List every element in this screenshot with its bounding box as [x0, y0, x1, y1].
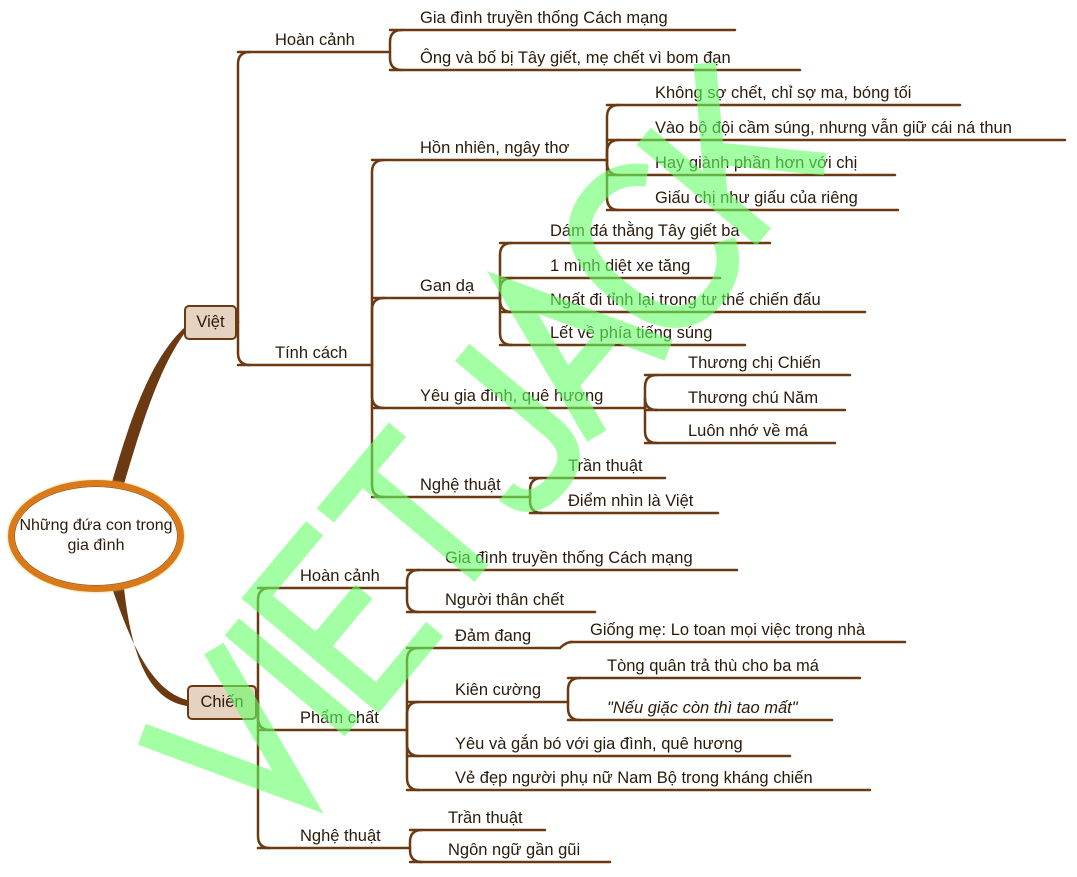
trunk-chien: [256, 700, 272, 850]
trunk-chien-hoan-canh: [405, 586, 421, 614]
trunk-pham-chat: [405, 646, 421, 732]
node-label[interactable]: Kiên cường: [455, 681, 542, 699]
node-label[interactable]: Ngôn ngữ gần gũi: [448, 841, 581, 859]
node-label[interactable]: Tòng quân trả thù cho ba má: [607, 657, 819, 675]
node-label[interactable]: Yêu gia đình, quê hương: [420, 387, 604, 405]
trunk-viet: [236, 320, 252, 367]
node-label[interactable]: Hay giành phần hơn với chị: [655, 154, 858, 172]
node-label[interactable]: Trần thuật: [568, 457, 643, 475]
trunk-tinh-cach: [370, 158, 386, 367]
node-label[interactable]: Giấu chị như giấu của riêng: [655, 189, 858, 207]
node-chien[interactable]: Chiến: [187, 685, 257, 720]
trunk-tinh-cach: [370, 363, 386, 499]
node-label[interactable]: Đảm đang: [455, 627, 532, 645]
node-label[interactable]: Nghệ thuật: [300, 827, 381, 845]
node-label[interactable]: Nghệ thuật: [420, 476, 501, 494]
trunk-chien: [256, 700, 272, 732]
node-label[interactable]: Trần thuật: [448, 809, 523, 827]
node-label[interactable]: Vẻ đẹp người phụ nữ Nam Bộ trong kháng c…: [455, 769, 813, 787]
trunk-hon-nhien: [605, 158, 621, 177]
trunk-nghe-thuat: [528, 495, 544, 515]
node-label[interactable]: Yêu và gắn bó với gia đình, quê hương: [455, 735, 743, 753]
node-label[interactable]: Hồn nhiên, ngây thơ: [420, 139, 570, 157]
node-label[interactable]: Luôn nhớ về má: [688, 422, 808, 440]
trunk-pham-chat: [405, 700, 421, 732]
node-label[interactable]: Dám đá thằng Tây giết ba: [550, 222, 740, 240]
node-label[interactable]: Giống mẹ: Lo toan mọi việc trong nhà: [590, 621, 866, 639]
node-label[interactable]: Hoàn cảnh: [275, 31, 355, 49]
node-chien-label: Chiến: [200, 693, 244, 711]
trunk-viet: [236, 50, 252, 324]
trunk-yeu-gia-dinh: [643, 406, 659, 445]
trunk-hoan-canh: [388, 50, 404, 72]
node-label[interactable]: Gia đình truyền thống Cách mạng: [445, 549, 693, 567]
node-viet[interactable]: Việt: [184, 305, 237, 340]
root-branches: [112, 328, 187, 706]
trunk-chien: [256, 586, 272, 704]
trunk-gan-da: [498, 276, 514, 300]
node-label[interactable]: Tính cách: [275, 344, 348, 362]
node-label[interactable]: Người thân chết: [445, 591, 565, 609]
node-viet-label: Việt: [196, 313, 225, 331]
trunk-pham-chat: [405, 728, 421, 758]
trunk-hon-nhien: [605, 138, 621, 162]
trunk-chien-nghe-thuat: [408, 846, 424, 864]
node-label[interactable]: "Nếu giặc còn thì tao mất": [607, 699, 798, 717]
node-label[interactable]: 1 mình diệt xe tăng: [550, 257, 691, 275]
node-label[interactable]: Ngất đi tỉnh lại trong tư thế chiến đấu: [550, 291, 821, 309]
trunk-nghe-thuat: [528, 476, 544, 499]
node-label[interactable]: Thương chị Chiến: [688, 354, 821, 372]
node-label[interactable]: Điểm nhìn là Việt: [568, 492, 694, 510]
node-label[interactable]: Ông và bố bị Tây giết, mẹ chết vì bom đạ…: [420, 49, 731, 67]
trunk-chien-hoan-canh: [405, 568, 421, 590]
joint-dam-dang: [558, 640, 574, 650]
node-label[interactable]: Vào bộ đội cầm súng, nhưng vẫn giữ cái n…: [655, 119, 1012, 137]
node-label[interactable]: Gia đình truyền thống Cách mạng: [420, 9, 668, 27]
trunk-hoan-canh: [388, 28, 404, 54]
trunk-yeu-gia-dinh: [643, 397, 659, 412]
node-label[interactable]: Gan dạ: [420, 277, 475, 295]
root-label: Những đứa con trong gia đình: [19, 517, 173, 554]
trunk-hon-nhien: [605, 103, 621, 162]
trunk-gan-da: [498, 241, 514, 300]
trunk-pham-chat: [405, 728, 421, 792]
node-label[interactable]: Thương chú Năm: [688, 389, 819, 407]
node-label[interactable]: Không sợ chết, chỉ sợ ma, bóng tối: [655, 84, 912, 102]
node-label[interactable]: Phẩm chất: [300, 709, 379, 727]
trunk-kien-cuong: [566, 676, 582, 704]
trunk-gan-da: [498, 296, 514, 314]
trunk-tinh-cach: [370, 363, 386, 410]
root-node[interactable]: Những đứa con trong gia đình: [8, 480, 184, 592]
trunk-kien-cuong: [566, 700, 582, 722]
trunk-chien-nghe-thuat: [408, 828, 424, 850]
node-label[interactable]: Lết về phía tiếng súng: [550, 324, 713, 342]
node-label[interactable]: Hoàn cảnh: [300, 567, 380, 585]
trunk-tinh-cach: [370, 296, 386, 367]
